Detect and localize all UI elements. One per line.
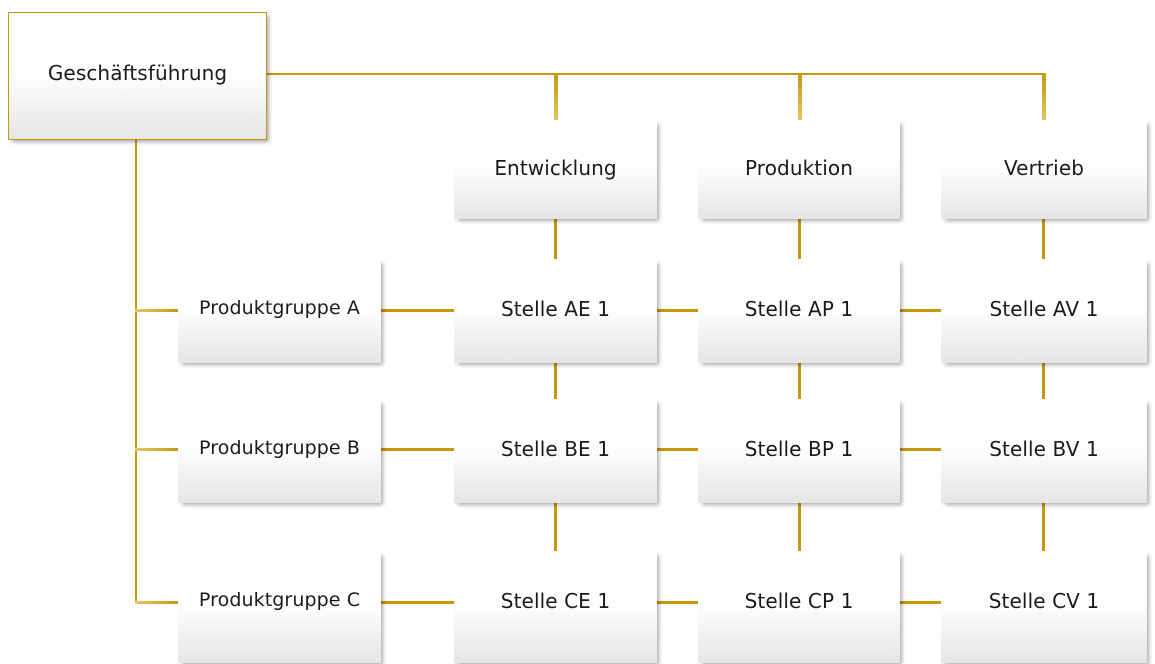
node-label: Stelle CE 1 bbox=[500, 589, 611, 613]
node-vertrieb[interactable]: Vertrieb bbox=[941, 120, 1147, 219]
connector-horizontal-row1-c bbox=[899, 309, 943, 312]
node-produktgruppe-a[interactable]: Produktgruppe A bbox=[178, 259, 381, 363]
node-label: Stelle AP 1 bbox=[744, 297, 854, 321]
node-stelle-bp-1[interactable]: Stelle BP 1 bbox=[698, 399, 900, 503]
node-stelle-ae-1[interactable]: Stelle AE 1 bbox=[454, 259, 657, 363]
node-produktgruppe-b[interactable]: Produktgruppe B bbox=[178, 399, 381, 503]
connector-horizontal-row2-b bbox=[656, 448, 700, 451]
node-label: Stelle CP 1 bbox=[744, 589, 854, 613]
node-produktgruppe-c[interactable]: Produktgruppe C bbox=[178, 551, 381, 663]
node-label: Stelle BP 1 bbox=[744, 437, 854, 461]
connector-horizontal-row1-b bbox=[656, 309, 700, 312]
connector-vertical-vertrieb-row1 bbox=[1042, 218, 1045, 260]
connector-vertical-produktion-row1-row2 bbox=[798, 362, 801, 400]
node-stelle-av-1[interactable]: Stelle AV 1 bbox=[941, 259, 1147, 363]
node-label: Stelle AE 1 bbox=[500, 297, 611, 321]
node-entwicklung[interactable]: Entwicklung bbox=[454, 120, 657, 219]
connector-horizontal-row3-b bbox=[656, 601, 700, 604]
connector-stub-produktgruppe-b bbox=[135, 448, 180, 451]
node-label: Stelle BV 1 bbox=[989, 437, 1099, 461]
connector-drop-entwicklung bbox=[554, 73, 558, 121]
node-stelle-be-1[interactable]: Stelle BE 1 bbox=[454, 399, 657, 503]
connector-horizontal-row2-a bbox=[380, 448, 456, 451]
connector-stub-produktgruppe-a bbox=[135, 309, 180, 312]
connector-vertical-entwicklung-row1-row2 bbox=[554, 362, 557, 400]
node-produktion[interactable]: Produktion bbox=[698, 120, 900, 219]
node-label: Stelle AV 1 bbox=[989, 297, 1099, 321]
node-label: Produktgruppe C bbox=[198, 589, 361, 611]
connector-vertical-entwicklung-row2-row3 bbox=[554, 502, 557, 552]
node-label: Stelle CV 1 bbox=[988, 589, 1100, 613]
node-stelle-cp-1[interactable]: Stelle CP 1 bbox=[698, 551, 900, 663]
node-stelle-cv-1[interactable]: Stelle CV 1 bbox=[941, 551, 1147, 663]
connector-vertical-vertrieb-row1-row2 bbox=[1042, 362, 1045, 400]
connector-horizontal-row2-c bbox=[899, 448, 943, 451]
connector-vertical-produktion-row1 bbox=[798, 218, 801, 260]
node-label: Stelle BE 1 bbox=[500, 437, 611, 461]
node-label: Produktgruppe A bbox=[199, 297, 360, 319]
connector-horizontal-row3-a bbox=[380, 601, 456, 604]
node-stelle-ap-1[interactable]: Stelle AP 1 bbox=[698, 259, 900, 363]
connector-trunk-vertical bbox=[135, 139, 137, 603]
connector-vertical-entwicklung-row1 bbox=[554, 218, 557, 260]
connector-bus-horizontal bbox=[266, 73, 1046, 75]
connector-drop-vertrieb bbox=[1042, 73, 1046, 121]
node-label: Produktgruppe B bbox=[199, 437, 360, 459]
node-label: Produktion bbox=[745, 156, 853, 180]
node-label: Vertrieb bbox=[1003, 156, 1085, 180]
node-stelle-bv-1[interactable]: Stelle BV 1 bbox=[941, 399, 1147, 503]
node-geschaeftsfuehrung[interactable]: Geschäftsführung bbox=[8, 12, 267, 140]
connector-drop-produktion bbox=[798, 73, 802, 121]
node-label: Entwicklung bbox=[494, 156, 617, 180]
connector-stub-produktgruppe-c bbox=[135, 601, 180, 604]
connector-vertical-produktion-row2-row3 bbox=[798, 502, 801, 552]
node-label: Geschäftsführung bbox=[47, 61, 228, 85]
node-stelle-ce-1[interactable]: Stelle CE 1 bbox=[454, 551, 657, 663]
connector-horizontal-row1-a bbox=[380, 309, 456, 312]
connector-vertical-vertrieb-row2-row3 bbox=[1042, 502, 1045, 552]
connector-horizontal-row3-c bbox=[899, 601, 943, 604]
